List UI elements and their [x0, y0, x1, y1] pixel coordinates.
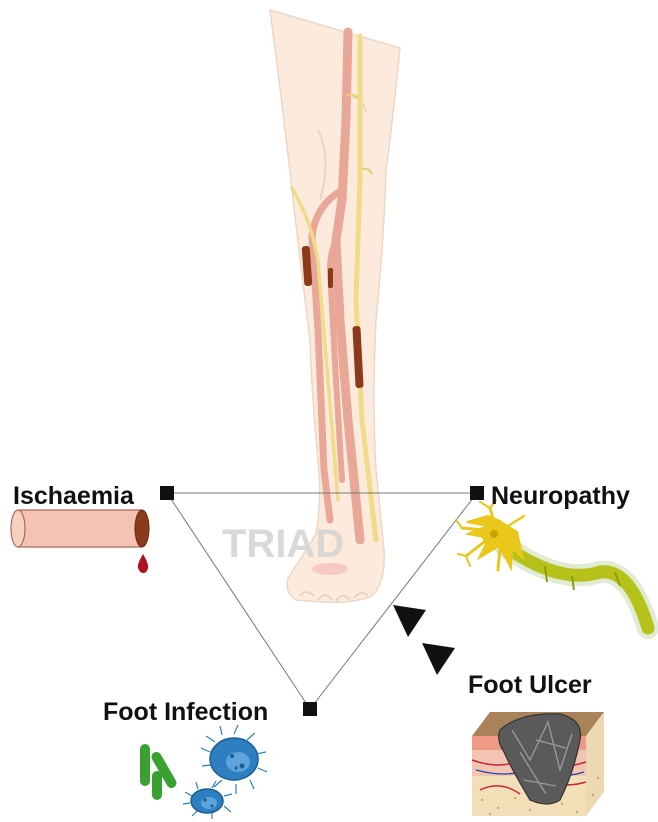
foot-infection-label: Foot Infection — [103, 698, 268, 726]
blood-drop-icon — [138, 554, 148, 573]
node-marker-infection — [303, 702, 317, 716]
artery-tube-icon — [11, 510, 149, 547]
leg-illustration — [270, 10, 400, 602]
arrow-icon — [393, 605, 455, 675]
ischaemia-label: Ischaemia — [13, 482, 135, 510]
bacteria-icon — [140, 725, 267, 819]
skin-ulcer-icon — [472, 712, 604, 816]
triad-center-label: TRIAD — [222, 522, 344, 566]
node-marker-neuropathy — [470, 486, 484, 500]
necrosis-patch — [328, 268, 333, 288]
neuropathy-label: Neuropathy — [491, 482, 630, 510]
foot-ulcer-label: Foot Ulcer — [468, 671, 592, 699]
node-marker-ischaemia — [160, 486, 174, 500]
neuron-icon — [456, 500, 648, 628]
